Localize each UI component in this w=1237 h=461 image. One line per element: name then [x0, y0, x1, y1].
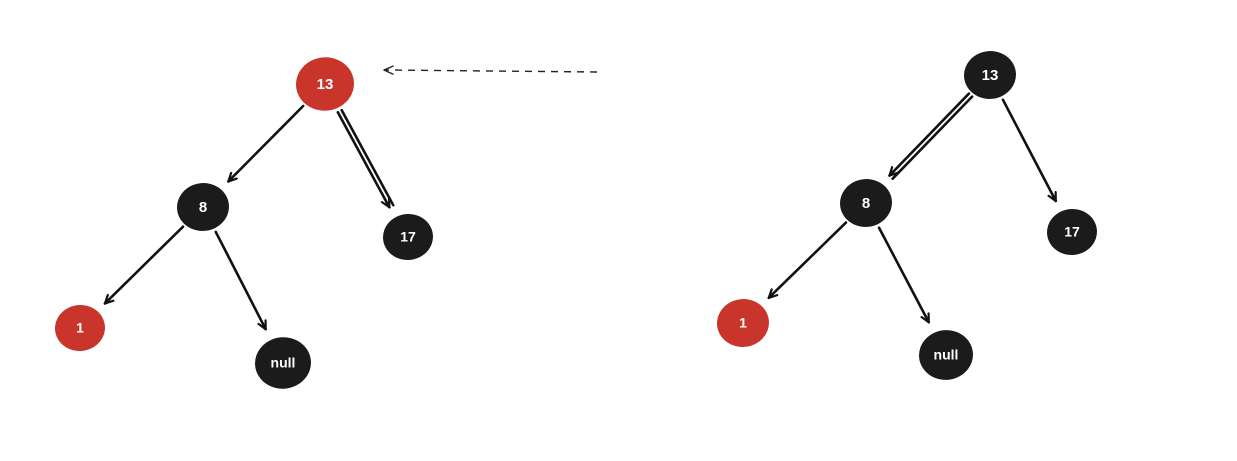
node-circle-17: [1047, 208, 1097, 256]
node-label-null: null: [934, 347, 959, 363]
node-label-8: 8: [862, 195, 870, 212]
tree-edge-13-17: [336, 110, 391, 209]
tree-node-8: 8: [177, 183, 229, 231]
node-label-13: 13: [982, 67, 999, 84]
node-circle-8: [840, 179, 892, 227]
node-label-17: 17: [1064, 224, 1080, 240]
dashed-pointer-arrow: [383, 65, 598, 75]
tree-node-13: 13: [296, 57, 354, 111]
node-label-1: 1: [739, 315, 747, 331]
node-label-17: 17: [400, 229, 416, 245]
tree-edge-13-8: [891, 95, 974, 180]
tree-edge-13-17: [340, 108, 395, 207]
tree-edge-8-null: [877, 226, 931, 324]
left-tree: 13 8 17 1 null: [55, 57, 598, 389]
tree-node-1: 1: [55, 304, 105, 352]
node-circle-null: [919, 330, 973, 380]
tree-node-1: 1: [717, 299, 769, 347]
node-label-8: 8: [199, 199, 207, 216]
node-circle-8: [177, 183, 229, 231]
node-circle-1: [55, 304, 105, 352]
tree-edge-8-1: [103, 225, 185, 305]
node-circle-17: [383, 213, 433, 261]
node-circle-null: [255, 337, 311, 389]
node-label-null: null: [271, 355, 296, 371]
right-tree: 13 8 17 1 null: [717, 51, 1097, 380]
tree-node-null: null: [255, 337, 311, 389]
node-circle-13: [964, 51, 1016, 99]
node-label-13: 13: [317, 76, 334, 93]
tree-node-null: null: [919, 330, 973, 380]
tree-edge-13-8: [888, 92, 971, 177]
tree-edge-13-17: [1001, 98, 1058, 203]
node-label-1: 1: [76, 320, 84, 336]
tree-edge-8-1: [767, 221, 848, 300]
tree-edge-8-null: [214, 230, 267, 331]
tree-node-17: 17: [383, 213, 433, 261]
tree-node-8: 8: [840, 179, 892, 227]
tree-node-13: 13: [964, 51, 1016, 99]
tree-edge-13-8: [227, 104, 305, 183]
tree-node-17: 17: [1047, 208, 1097, 256]
node-circle-13: [296, 57, 354, 111]
node-circle-1: [717, 299, 769, 347]
